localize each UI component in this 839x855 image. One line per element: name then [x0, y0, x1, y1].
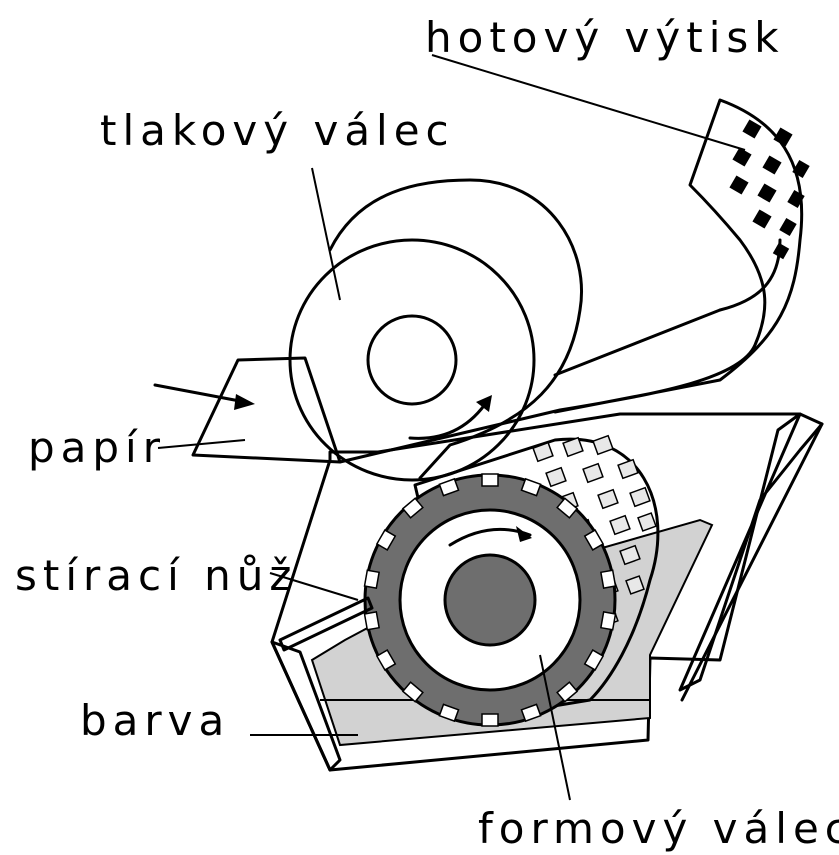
printed-dots: [729, 119, 809, 259]
leader-paper: [158, 440, 245, 448]
impression-cylinder-axle: [368, 316, 456, 404]
label-impression-cylinder: tlakový válec: [100, 106, 455, 155]
leader-output: [432, 55, 745, 150]
leader-impression-cylinder: [312, 168, 340, 300]
label-paper: papír: [28, 423, 166, 472]
label-output: hotový výtisk: [425, 13, 785, 62]
impression-rotation-arrow: [410, 400, 488, 438]
paper-feed-arrow: [155, 385, 255, 410]
impression-arrow-head: [476, 395, 492, 412]
label-form-cylinder: formový válec: [478, 804, 839, 853]
impression-cylinder: [290, 180, 582, 480]
form-cylinder-hub: [445, 555, 535, 645]
label-doctor-blade: stírací nůž: [15, 551, 297, 600]
label-ink: barva: [80, 696, 230, 745]
